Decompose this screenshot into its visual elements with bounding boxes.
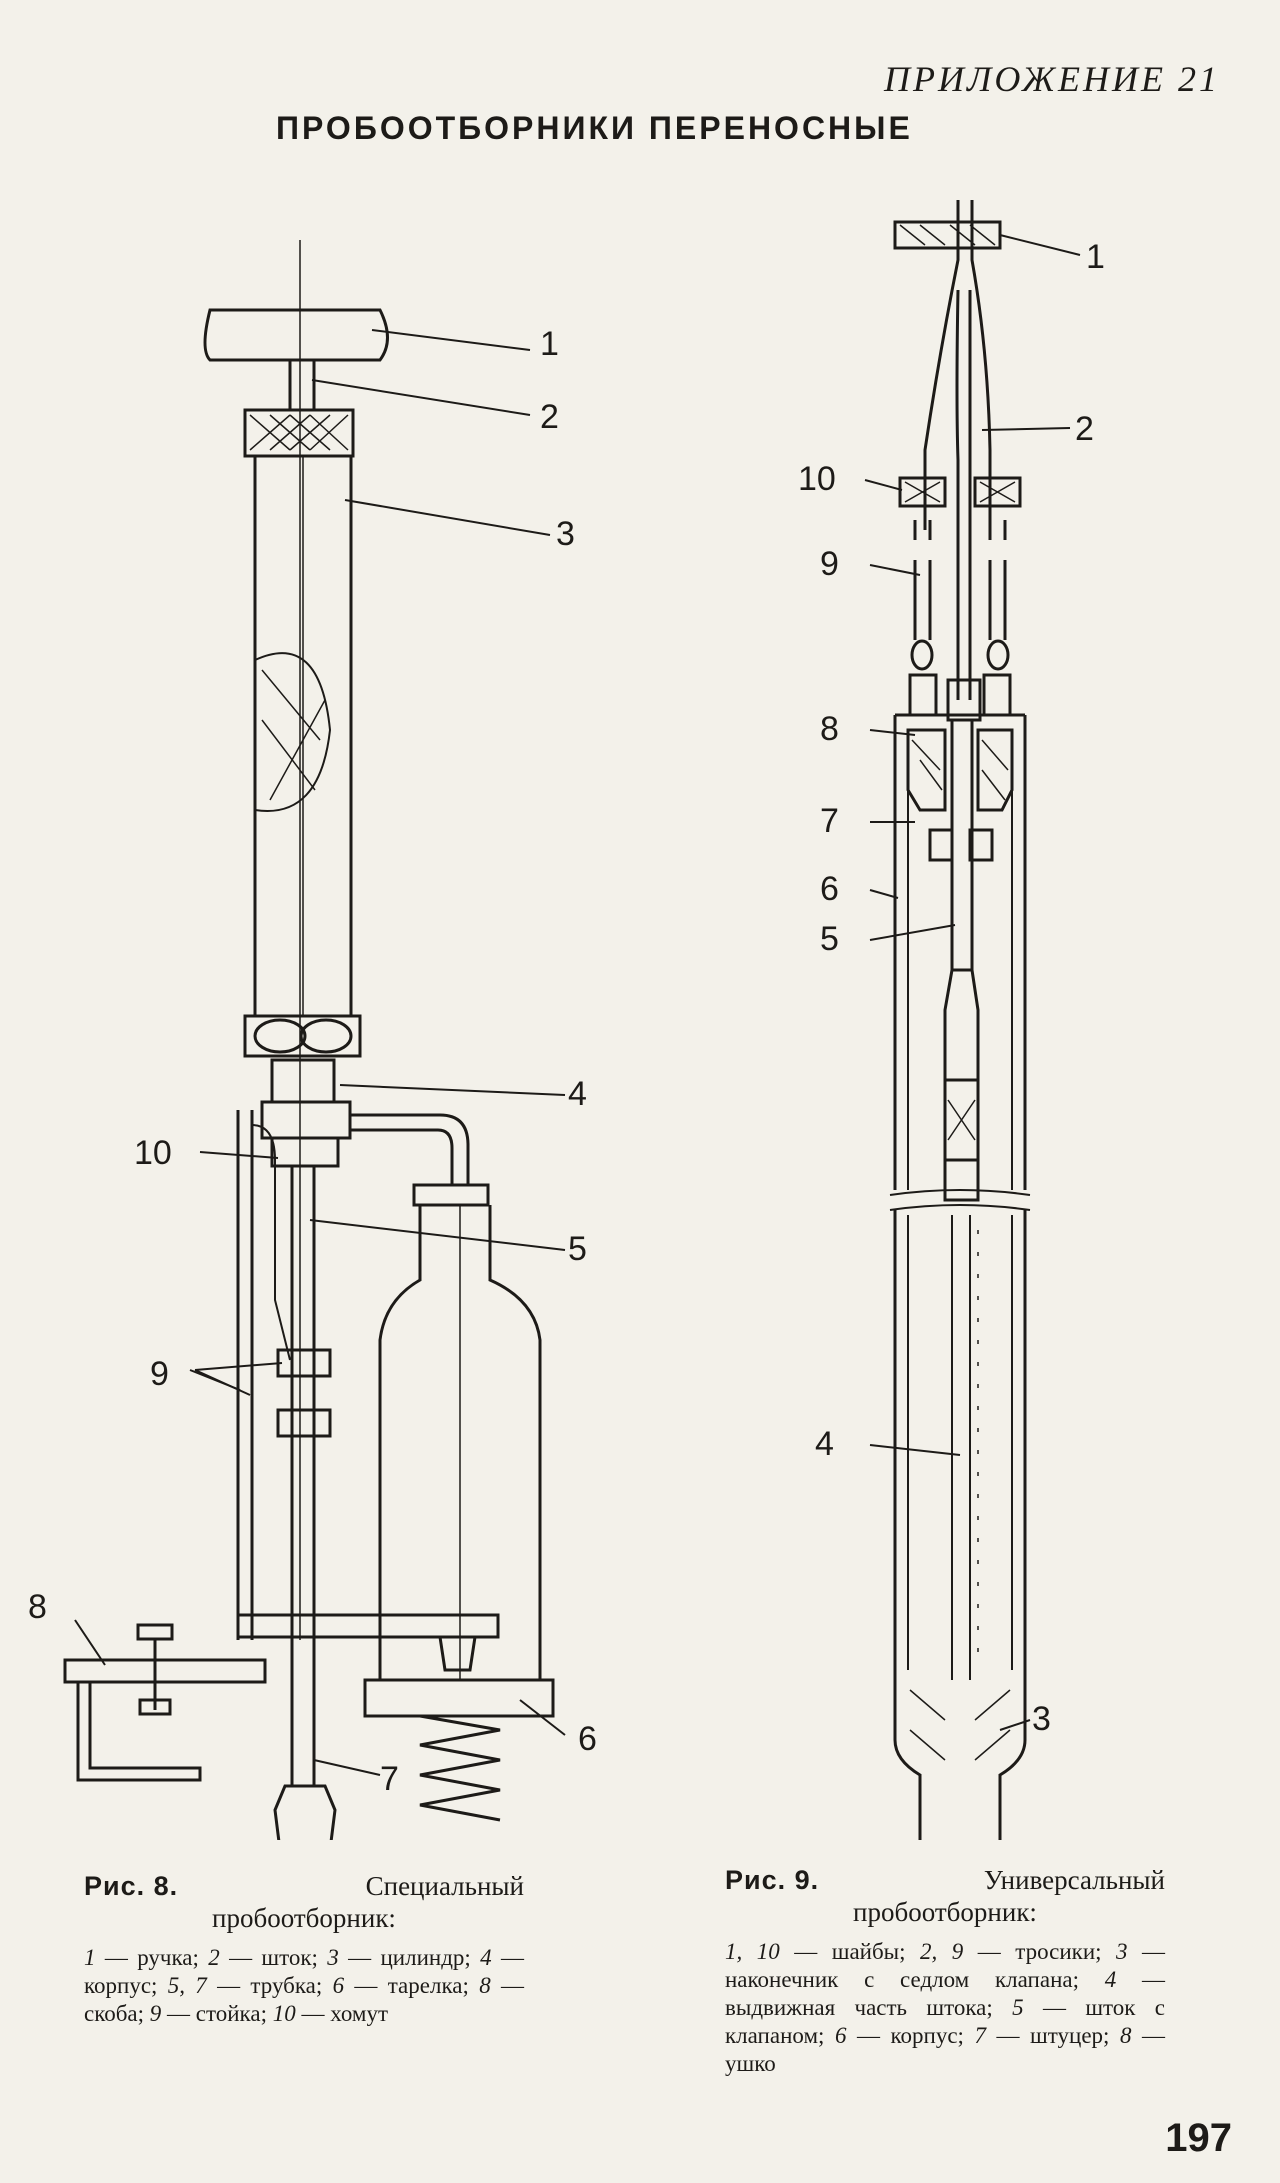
legend-text: — штуцер; bbox=[985, 2023, 1120, 2048]
figure-8-name-2: пробоотборник: bbox=[212, 1903, 396, 1933]
legend-num: 3 bbox=[1116, 1939, 1128, 1964]
legend-text: — хомут bbox=[295, 2001, 389, 2026]
appendix-heading: ПРИЛОЖЕНИЕ 21 bbox=[884, 59, 1220, 99]
legend-text: — шток; bbox=[219, 1945, 328, 1970]
legend-text: — тарелка; bbox=[344, 1973, 480, 1998]
legend-text: — шайбы; bbox=[779, 1939, 920, 1964]
legend-num: 8 bbox=[479, 1973, 491, 1998]
fig8-label-8: 8 bbox=[28, 1588, 47, 1626]
legend-num: 7 bbox=[974, 2023, 986, 2048]
fig9-label-5: 5 bbox=[820, 920, 839, 958]
fig8-label-9: 9 bbox=[150, 1355, 169, 1393]
legend-text: — шток с клапаном; bbox=[725, 1995, 1165, 2048]
legend-num: 8 bbox=[1119, 2023, 1132, 2048]
legend-text: — ручка; bbox=[95, 1945, 209, 1970]
fig9-label-7: 7 bbox=[820, 802, 839, 840]
figure-9-caption: Рис. 9. Универсальный пробоотборник: 1, … bbox=[725, 1864, 1165, 2078]
fig8-label-2: 2 bbox=[540, 398, 559, 436]
figure-8-legend: 1 — ручка; 2 — шток; 3 — цилиндр; 4 — ко… bbox=[84, 1944, 524, 2028]
legend-text: — корпус; bbox=[84, 1945, 524, 1998]
legend-num: 9 bbox=[149, 2001, 162, 2026]
fig8-label-5: 5 bbox=[568, 1230, 587, 1268]
fig9-label-8: 8 bbox=[820, 710, 839, 748]
fig8-label-1: 1 bbox=[540, 325, 559, 363]
legend-text: — корпус; bbox=[846, 2023, 975, 2048]
figure-8-caption: Рис. 8. Специальный пробоотборник: 1 — р… bbox=[84, 1870, 524, 2028]
legend-text: — трубка; bbox=[206, 1973, 333, 1998]
legend-text: — цилиндр; bbox=[338, 1945, 481, 1970]
figure-8-caption-head: Рис. 8. Специальный bbox=[84, 1870, 524, 1902]
fig9-label-6: 6 bbox=[820, 870, 839, 908]
figure-8-name-1: Специальный bbox=[365, 1871, 524, 1901]
figure-9-drawing: 1 2 3 4 5 6 7 8 9 10 bbox=[720, 200, 1280, 1840]
figure-8-number: Рис. 8. bbox=[84, 1871, 179, 1901]
page-title: ПРОБООТБОРНИКИ ПЕРЕНОСНЫЕ bbox=[276, 110, 913, 146]
legend-text: — выдвижная часть штока; bbox=[725, 1967, 1165, 2020]
fig8-label-10: 10 bbox=[134, 1134, 172, 1172]
fig9-label-2: 2 bbox=[1075, 410, 1094, 448]
legend-num: 5, 7 bbox=[167, 1973, 207, 1998]
legend-num: 1 bbox=[84, 1945, 96, 1970]
legend-num: 6 bbox=[834, 2023, 847, 2048]
fig9-label-10: 10 bbox=[798, 460, 836, 498]
fig9-label-4: 4 bbox=[815, 1425, 834, 1463]
legend-num: 4 bbox=[480, 1945, 492, 1970]
fig8-label-6: 6 bbox=[578, 1720, 597, 1758]
fig9-label-9: 9 bbox=[820, 545, 839, 583]
legend-text: — стойка; bbox=[161, 2001, 273, 2026]
figure-9-caption-head: Рис. 9. Универсальный bbox=[725, 1864, 1165, 1896]
fig8-label-3: 3 bbox=[556, 515, 575, 553]
figure-9-name-1: Универсальный bbox=[983, 1865, 1165, 1895]
legend-num: 4 bbox=[1104, 1967, 1117, 1992]
figure-9-number: Рис. 9. bbox=[725, 1865, 820, 1895]
legend-num: 1, 10 bbox=[725, 1939, 780, 1964]
figure-9-legend: 1, 10 — шайбы; 2, 9 — тросики; 3 — након… bbox=[725, 1938, 1165, 2078]
legend-num: 10 bbox=[272, 2001, 296, 2026]
legend-num: 5 bbox=[1012, 1995, 1024, 2020]
legend-text: — ушко bbox=[725, 2023, 1165, 2076]
legend-text: — наконечник с седлом клапана; bbox=[725, 1939, 1166, 1992]
legend-num: 2 bbox=[208, 1945, 220, 1970]
figure-9-name-2: пробоотборник: bbox=[853, 1897, 1037, 1927]
fig8-label-7: 7 bbox=[380, 1760, 399, 1798]
figure-8-drawing: 1 2 3 4 5 6 7 8 9 10 bbox=[0, 200, 660, 1840]
fig9-label-1: 1 bbox=[1086, 238, 1105, 276]
fig8-label-4: 4 bbox=[568, 1075, 587, 1113]
page-number: 197 bbox=[1165, 2116, 1232, 2160]
fig9-label-3: 3 bbox=[1032, 1700, 1051, 1738]
legend-num: 3 bbox=[327, 1945, 339, 1970]
legend-num: 6 bbox=[332, 1973, 345, 1998]
legend-text: — тросики; bbox=[963, 1939, 1117, 1964]
legend-text: — скоба; bbox=[84, 1973, 524, 2026]
handle-shape bbox=[203, 308, 389, 362]
legend-num: 2, 9 bbox=[920, 1939, 964, 1964]
